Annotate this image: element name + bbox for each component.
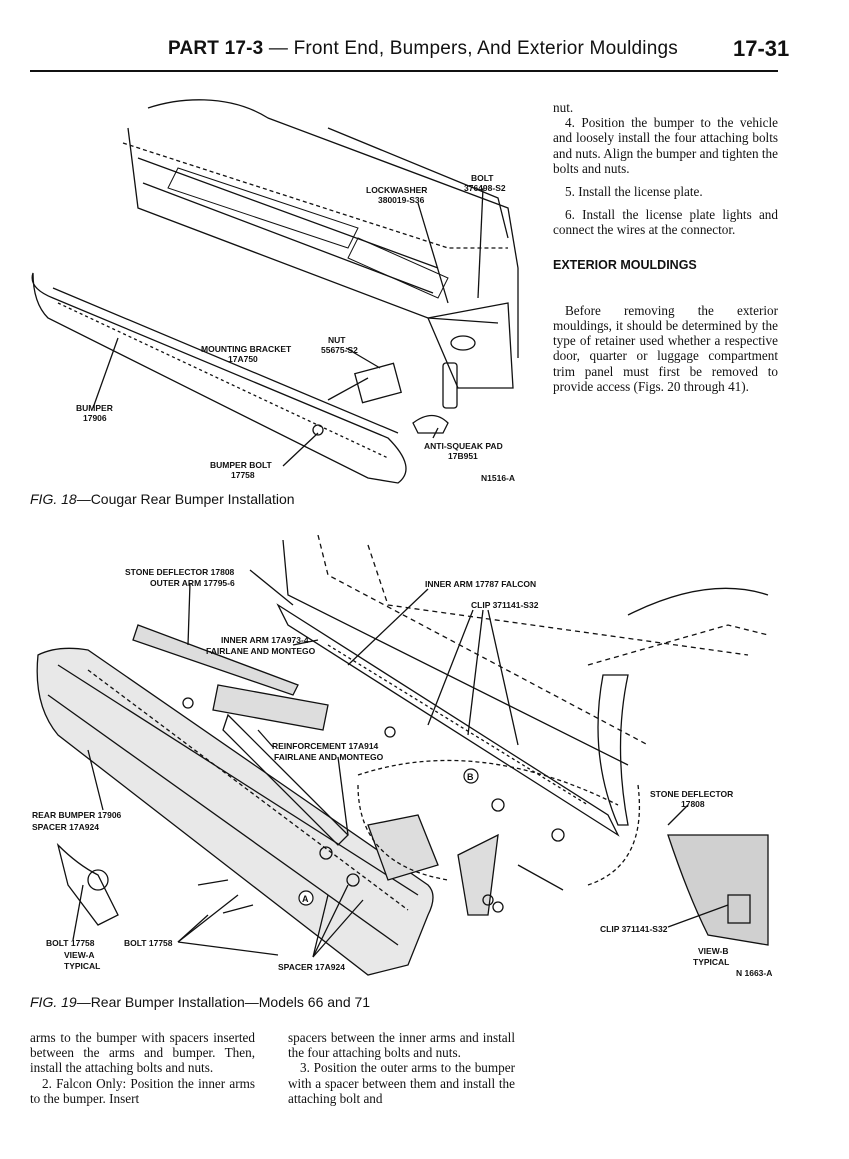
fig19-label-inner-arm-sub: FAIRLANE AND MONTEGO (206, 646, 316, 656)
bottom-col2-step3: 3. Position the outer arms to the bumper… (288, 1060, 515, 1106)
fig19-label-stone-deflector-2: STONE DEFLECTOR (650, 789, 733, 799)
section-title: EXTERIOR MOULDINGS (553, 257, 697, 272)
fig18-caption: FIG. 18—Cougar Rear Bumper Installation (30, 491, 295, 507)
bottom-col1-para: arms to the bumper with spacers inserted… (30, 1030, 255, 1076)
fig18-label-bracket-num: 17A750 (228, 354, 258, 364)
fig19-label-bolt-2: BOLT 17758 (124, 938, 173, 948)
page-header: PART 17-3 — Front End, Bumpers, And Exte… (168, 38, 678, 60)
fig19-label-stone-deflector-2-num: 17808 (681, 799, 705, 809)
header-rule (30, 70, 778, 72)
fig18-label-bolt-num: 376498-S2 (464, 183, 506, 193)
para-nut: nut. (553, 100, 574, 115)
fig18-label-pad: ANTI-SQUEAK PAD (424, 441, 503, 451)
fig19-label-inner-arm: INNER ARM 17A973-4 (221, 635, 309, 645)
fig19-label-reinforcement: REINFORCEMENT 17A914 (272, 741, 379, 751)
fig19-label-clip-2: CLIP 371141-S32 (600, 924, 668, 934)
fig19-label-view-a: VIEW-A (64, 950, 95, 960)
fig19-label-inner-arm-falcon: INNER ARM 17787 FALCON (425, 579, 536, 589)
car-body-line (147, 99, 519, 358)
fig19-label-outer-arm: OUTER ARM 17795-6 (150, 578, 235, 588)
right-column-text: nut. 4. Position the bumper to the vehic… (553, 100, 778, 394)
bottom-col1-step2: 2. Falcon Only: Position the inner arms … (30, 1075, 255, 1106)
fig18-label-bumper-bolt-num: 17758 (231, 470, 255, 480)
fig19-label-spacer-2: SPACER 17A924 (278, 962, 345, 972)
fig19-label-view-b: VIEW-B (698, 946, 729, 956)
step-5: 5. Install the license plate. (565, 184, 703, 200)
fig18-label-bumper-bolt: BUMPER BOLT (210, 460, 273, 470)
fig19-label-spacer: SPACER 17A924 (32, 822, 99, 832)
fig18-illustration: BOLT 376498-S2 LOCKWASHER 380019-S36 NUT… (31, 99, 519, 484)
fig18-label-pad-num: 17B951 (448, 451, 478, 461)
bottom-col-1: arms to the bumper with spacers inserted… (30, 1030, 255, 1106)
part-label: PART 17-3 (168, 38, 264, 59)
fig19-label-typical-a: TYPICAL (64, 961, 100, 971)
page-number: 17-31 (733, 36, 790, 61)
fig19-marker-b: B (467, 772, 474, 782)
header-title: — Front End, Bumpers, And Exterior Mould… (268, 38, 678, 59)
fig18-label-nut-num: 55675-S2 (321, 345, 358, 355)
fig19-caption-prefix: FIG. 19 (30, 994, 77, 1010)
fig18-caption-text: —Cougar Rear Bumper Installation (76, 491, 295, 507)
step-4: 4. Position the bumper to the vehicle an… (553, 115, 778, 176)
fig18-label-bumper: BUMPER (76, 403, 113, 413)
bottom-col-2: spacers between the inner arms and insta… (288, 1030, 515, 1106)
section-para: Before removing the exterior mouldings, … (553, 302, 778, 394)
step-6: 6. Install the license plate lights and … (553, 207, 778, 238)
fig19-label-clip: CLIP 371141-S32 (471, 600, 539, 610)
fig18-caption-prefix: FIG. 18 (30, 491, 77, 507)
fig18-label-bolt: BOLT (471, 173, 494, 183)
fig18-label-lockwasher-num: 380019-S36 (378, 195, 425, 205)
fig19-label-reinforcement-sub: FAIRLANE AND MONTEGO (274, 752, 384, 762)
fig19-caption-text: —Rear Bumper Installation—Models 66 and … (76, 994, 371, 1010)
fig18-label-bracket: MOUNTING BRACKET (201, 344, 292, 354)
fig19-code: N 1663-A (736, 968, 772, 978)
fig19-label-bolt-1: BOLT 17758 (46, 938, 95, 948)
fig19-caption: FIG. 19—Rear Bumper Installation—Models … (30, 994, 370, 1010)
fig18-label-nut: NUT (328, 335, 346, 345)
fig19-label-typical-b: TYPICAL (693, 957, 729, 967)
fig19-marker-a: A (302, 894, 309, 904)
fig18-label-lockwasher: LOCKWASHER (366, 185, 427, 195)
bottom-col2-para: spacers between the inner arms and insta… (288, 1030, 515, 1061)
fig19-illustration: A B STONE DEFLECTOR 17808 OUTER ARM 1779… (32, 535, 772, 978)
fig19-label-stone-deflector: STONE DEFLECTOR 17808 (125, 567, 235, 577)
fig18-label-bumper-num: 17906 (83, 413, 107, 423)
fig19-label-rear-bumper: REAR BUMPER 17906 (32, 810, 122, 820)
fig18-code: N1516-A (481, 473, 515, 483)
